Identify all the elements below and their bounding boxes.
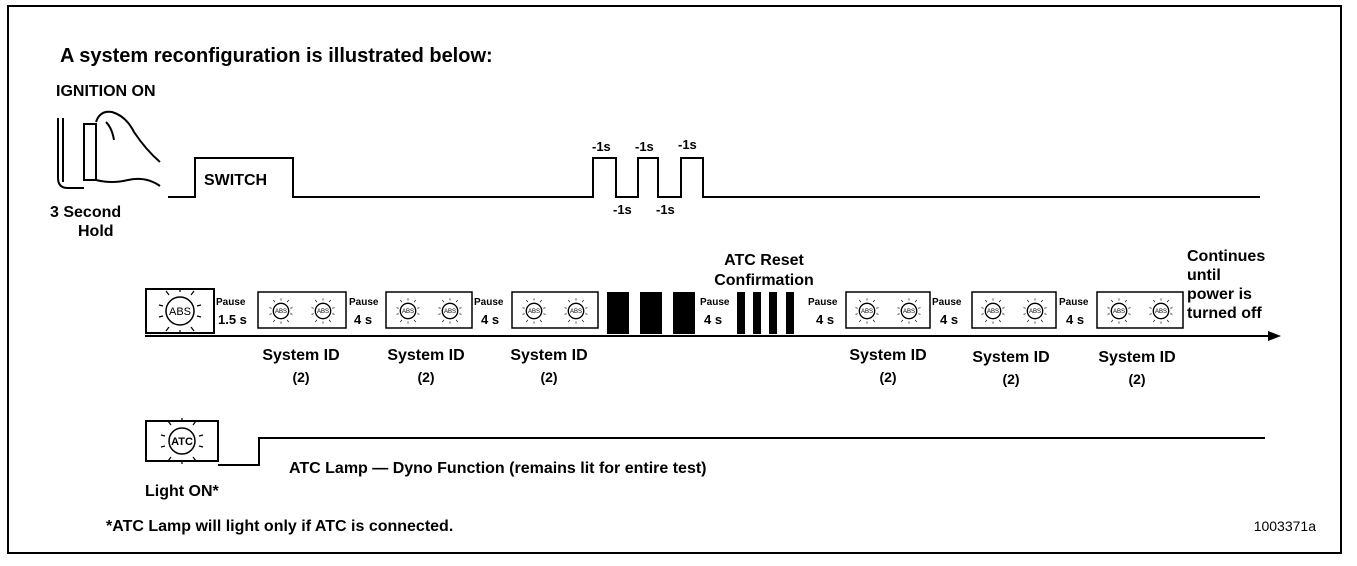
hold-line1: 3 Second	[50, 204, 121, 221]
svg-text:(2): (2)	[1128, 371, 1145, 387]
svg-text:4 s: 4 s	[704, 312, 722, 327]
light-on-label: Light ON*	[145, 483, 220, 500]
svg-text:ABS: ABS	[528, 309, 540, 315]
figure-frame	[7, 5, 1342, 554]
hold-line2: Hold	[78, 223, 114, 240]
reset-flash-2	[753, 292, 761, 334]
abs-double-flash-5: ABS ABS	[971, 291, 1057, 329]
continues-line3: power is	[1187, 286, 1252, 303]
atc-lamp-icon: ATC	[145, 417, 219, 465]
svg-text:Pause: Pause	[1059, 297, 1089, 308]
pulse-high-2: -1s	[635, 139, 654, 154]
atc-signal-line	[218, 437, 1265, 466]
svg-text:ABS: ABS	[169, 306, 191, 318]
svg-text:System ID: System ID	[262, 347, 339, 364]
svg-text:4 s: 4 s	[354, 312, 372, 327]
switch-label: SWITCH	[204, 172, 267, 189]
svg-text:(2): (2)	[1002, 371, 1019, 387]
system-id-5: System ID (2)	[972, 349, 1049, 387]
abs-double-flash-2: ABS ABS	[385, 291, 473, 329]
pause-7: Pause 4 s	[1059, 297, 1089, 327]
abs-double-flash-3: ABS ABS	[511, 291, 599, 329]
continues-line2: until	[1187, 267, 1221, 284]
svg-text:System ID: System ID	[972, 349, 1049, 366]
pause-2: Pause 4 s	[349, 297, 379, 327]
switch-signal-line	[168, 157, 1260, 198]
pause-4: Pause 4 s	[700, 297, 730, 327]
svg-text:4 s: 4 s	[940, 312, 958, 327]
abs-lamp-icon: ABS	[145, 287, 215, 335]
pause-1: Pause 1.5 s	[216, 297, 247, 327]
reset-flash-4	[786, 292, 794, 334]
abs-double-flash-6: ABS ABS	[1096, 291, 1184, 329]
system-id-1: System ID (2)	[262, 347, 339, 385]
svg-text:ABS: ABS	[987, 309, 999, 315]
svg-text:ABS: ABS	[317, 309, 329, 315]
pulse-low-2: -1s	[656, 202, 675, 217]
svg-text:ABS: ABS	[275, 309, 287, 315]
continues-line4: turned off	[1187, 305, 1262, 322]
svg-text:Pause: Pause	[700, 297, 730, 308]
svg-text:ABS: ABS	[903, 309, 915, 315]
abs-double-flash-1: ABS ABS	[257, 291, 347, 329]
svg-text:ABS: ABS	[444, 309, 456, 315]
svg-text:4 s: 4 s	[816, 312, 834, 327]
footnote: *ATC Lamp will light only if ATC is conn…	[106, 518, 453, 535]
pause-3: Pause 4 s	[474, 297, 504, 327]
svg-text:4 s: 4 s	[1066, 312, 1084, 327]
svg-text:System ID: System ID	[849, 347, 926, 364]
svg-text:System ID: System ID	[387, 347, 464, 364]
system-id-6: System ID (2)	[1098, 349, 1175, 387]
atc-reset-line2: Confirmation	[714, 272, 814, 289]
timeline-arrow-icon	[1268, 331, 1281, 341]
atc-lamp-label: ATC Lamp — Dyno Function (remains lit fo…	[289, 460, 707, 477]
svg-text:(2): (2)	[417, 369, 434, 385]
svg-text:ATC: ATC	[171, 436, 193, 448]
svg-text:System ID: System ID	[510, 347, 587, 364]
lamp-on-block-1	[607, 292, 629, 334]
lamp-on-block-3	[673, 292, 695, 334]
reset-flash-1	[737, 292, 745, 334]
svg-text:ABS: ABS	[1113, 309, 1125, 315]
svg-text:ABS: ABS	[570, 309, 582, 315]
system-id-3: System ID (2)	[510, 347, 587, 385]
figure-id: 1003371a	[1254, 518, 1317, 534]
continues-line1: Continues	[1187, 248, 1265, 265]
svg-text:ABS: ABS	[861, 309, 873, 315]
svg-text:ABS: ABS	[1155, 309, 1167, 315]
svg-text:(2): (2)	[540, 369, 557, 385]
svg-text:Pause: Pause	[474, 297, 504, 308]
pulse-high-1: -1s	[592, 139, 611, 154]
svg-text:ABS: ABS	[1029, 309, 1041, 315]
svg-text:Pause: Pause	[932, 297, 962, 308]
svg-text:Pause: Pause	[216, 297, 246, 308]
pause-6: Pause 4 s	[932, 297, 962, 327]
pulse-low-1: -1s	[613, 202, 632, 217]
system-id-2: System ID (2)	[387, 347, 464, 385]
atc-reset-line1: ATC Reset	[724, 252, 804, 269]
abs-double-flash-4: ABS ABS	[845, 291, 931, 329]
lamp-on-block-2	[640, 292, 662, 334]
svg-text:System ID: System ID	[1098, 349, 1175, 366]
svg-text:1.5 s: 1.5 s	[218, 312, 247, 327]
svg-text:Pause: Pause	[808, 297, 838, 308]
svg-text:(2): (2)	[879, 369, 896, 385]
svg-text:4 s: 4 s	[481, 312, 499, 327]
reset-flash-3	[769, 292, 777, 334]
svg-text:Pause: Pause	[349, 297, 379, 308]
svg-text:ABS: ABS	[402, 309, 414, 315]
pulse-high-3: -1s	[678, 137, 697, 152]
svg-text:(2): (2)	[292, 369, 309, 385]
system-id-4: System ID (2)	[849, 347, 926, 385]
hand-press-icon	[57, 110, 161, 189]
pause-5: Pause 4 s	[808, 297, 838, 327]
ignition-label: IGNITION ON	[56, 83, 156, 100]
diagram-heading: A system reconfiguration is illustrated …	[60, 45, 493, 67]
